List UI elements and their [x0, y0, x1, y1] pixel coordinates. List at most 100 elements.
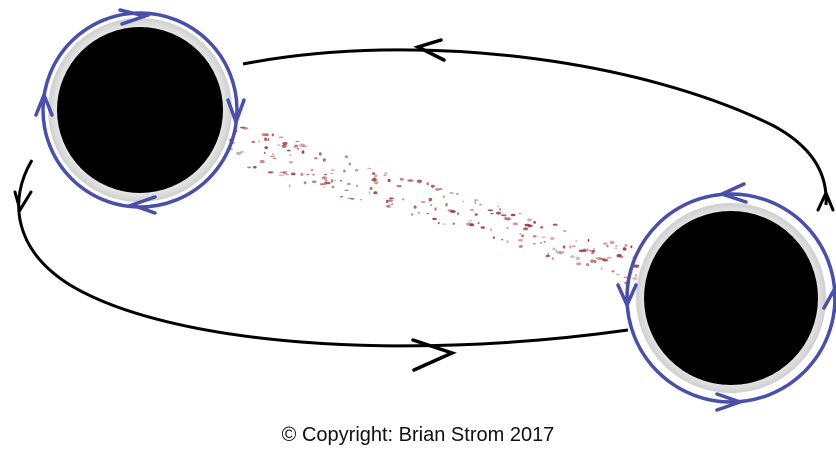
stream-speck: [268, 171, 274, 173]
stream-speck: [579, 251, 583, 253]
stream-speck: [439, 188, 442, 190]
stream-speck: [417, 180, 422, 183]
stream-speck: [563, 245, 566, 248]
stream-speck: [615, 245, 618, 246]
stream-speck: [443, 195, 445, 198]
stream-speck: [273, 158, 276, 159]
stream-speck: [331, 169, 335, 171]
stream-speck: [374, 174, 377, 177]
stream-speck: [635, 274, 637, 277]
stream-speck: [606, 257, 611, 259]
stream-speck: [601, 268, 603, 270]
stream-speck: [479, 204, 482, 206]
black-hole-right: [618, 184, 836, 410]
stream-speck: [389, 198, 394, 200]
stream-speck: [388, 179, 391, 182]
stream-speck: [306, 174, 309, 175]
stream-speck: [563, 230, 566, 231]
stream-speck: [611, 270, 614, 272]
stream-speck: [349, 164, 351, 166]
stream-speck: [264, 152, 266, 155]
stream-speck: [261, 133, 266, 137]
stream-speck: [295, 141, 299, 142]
stream-speck: [400, 178, 404, 181]
stream-speck: [374, 181, 378, 184]
stream-speck: [587, 248, 589, 251]
stream-speck: [614, 247, 617, 249]
stream-speck: [603, 242, 608, 245]
stream-speck: [372, 172, 375, 174]
stream-speck: [247, 167, 251, 169]
stream-speck: [488, 209, 494, 211]
stream-speck: [430, 204, 432, 206]
stream-speck: [344, 190, 348, 191]
stream-speck: [279, 174, 285, 176]
stream-speck: [456, 193, 459, 195]
stream-speck: [431, 185, 435, 188]
stream-speck: [293, 146, 298, 149]
stream-speck: [311, 170, 314, 171]
stream-speck: [506, 217, 511, 220]
stream-speck: [553, 248, 556, 251]
stream-speck: [240, 151, 244, 154]
stream-speck: [445, 203, 447, 206]
stream-speck: [319, 152, 322, 156]
stream-speck: [443, 223, 446, 224]
stream-speck: [513, 222, 518, 225]
stream-speck: [491, 213, 494, 214]
stream-speck: [632, 277, 638, 280]
stream-speck: [521, 234, 524, 237]
stream-speck: [418, 212, 420, 214]
stream-speck: [609, 241, 614, 245]
stream-speck: [499, 208, 501, 211]
stream-speck: [533, 243, 536, 245]
stream-speck: [347, 198, 352, 199]
stream-speck: [334, 180, 336, 181]
stream-speck: [314, 157, 317, 159]
stream-speck: [326, 182, 330, 184]
stream-speck: [272, 133, 274, 136]
stream-speck: [291, 173, 296, 176]
stream-speck: [286, 174, 289, 175]
stream-speck: [331, 173, 333, 174]
stream-speck: [340, 196, 344, 198]
orbit-upper-arc: [243, 50, 826, 205]
stream-speck: [391, 203, 393, 205]
stream-speck: [258, 140, 260, 142]
stream-speck: [533, 235, 537, 238]
stream-speck: [474, 199, 478, 201]
stream-speck: [606, 245, 608, 247]
stream-speck: [367, 168, 372, 170]
stream-speck: [289, 154, 291, 156]
stream-speck: [340, 180, 342, 182]
stream-speck: [519, 213, 522, 214]
stream-speck: [371, 178, 377, 181]
stream-speck: [312, 181, 317, 183]
stream-speck: [384, 172, 388, 174]
stream-speck: [552, 257, 554, 259]
stream-speck: [356, 185, 358, 188]
stream-speck: [469, 223, 474, 226]
stream-speck: [369, 191, 371, 194]
stream-speck: [450, 210, 456, 213]
stream-speck: [498, 206, 500, 208]
stream-speck: [277, 144, 280, 145]
stream-speck: [453, 223, 456, 225]
stream-speck: [402, 198, 405, 200]
stream-speck: [457, 213, 459, 215]
stream-speck: [572, 245, 576, 247]
stream-speck: [475, 213, 478, 215]
stream-speck: [540, 226, 543, 229]
stream-speck: [242, 127, 248, 129]
stream-speck: [540, 242, 542, 244]
stream-speck: [325, 179, 327, 182]
stream-speck: [616, 274, 619, 275]
stream-speck: [355, 169, 359, 172]
stream-speck: [300, 173, 303, 176]
stream-speck: [533, 221, 536, 224]
stream-speck: [450, 192, 454, 194]
stream-speck: [302, 150, 305, 153]
stream-speck: [586, 263, 589, 266]
stream-speck: [559, 251, 565, 254]
stream-speck: [588, 239, 590, 242]
